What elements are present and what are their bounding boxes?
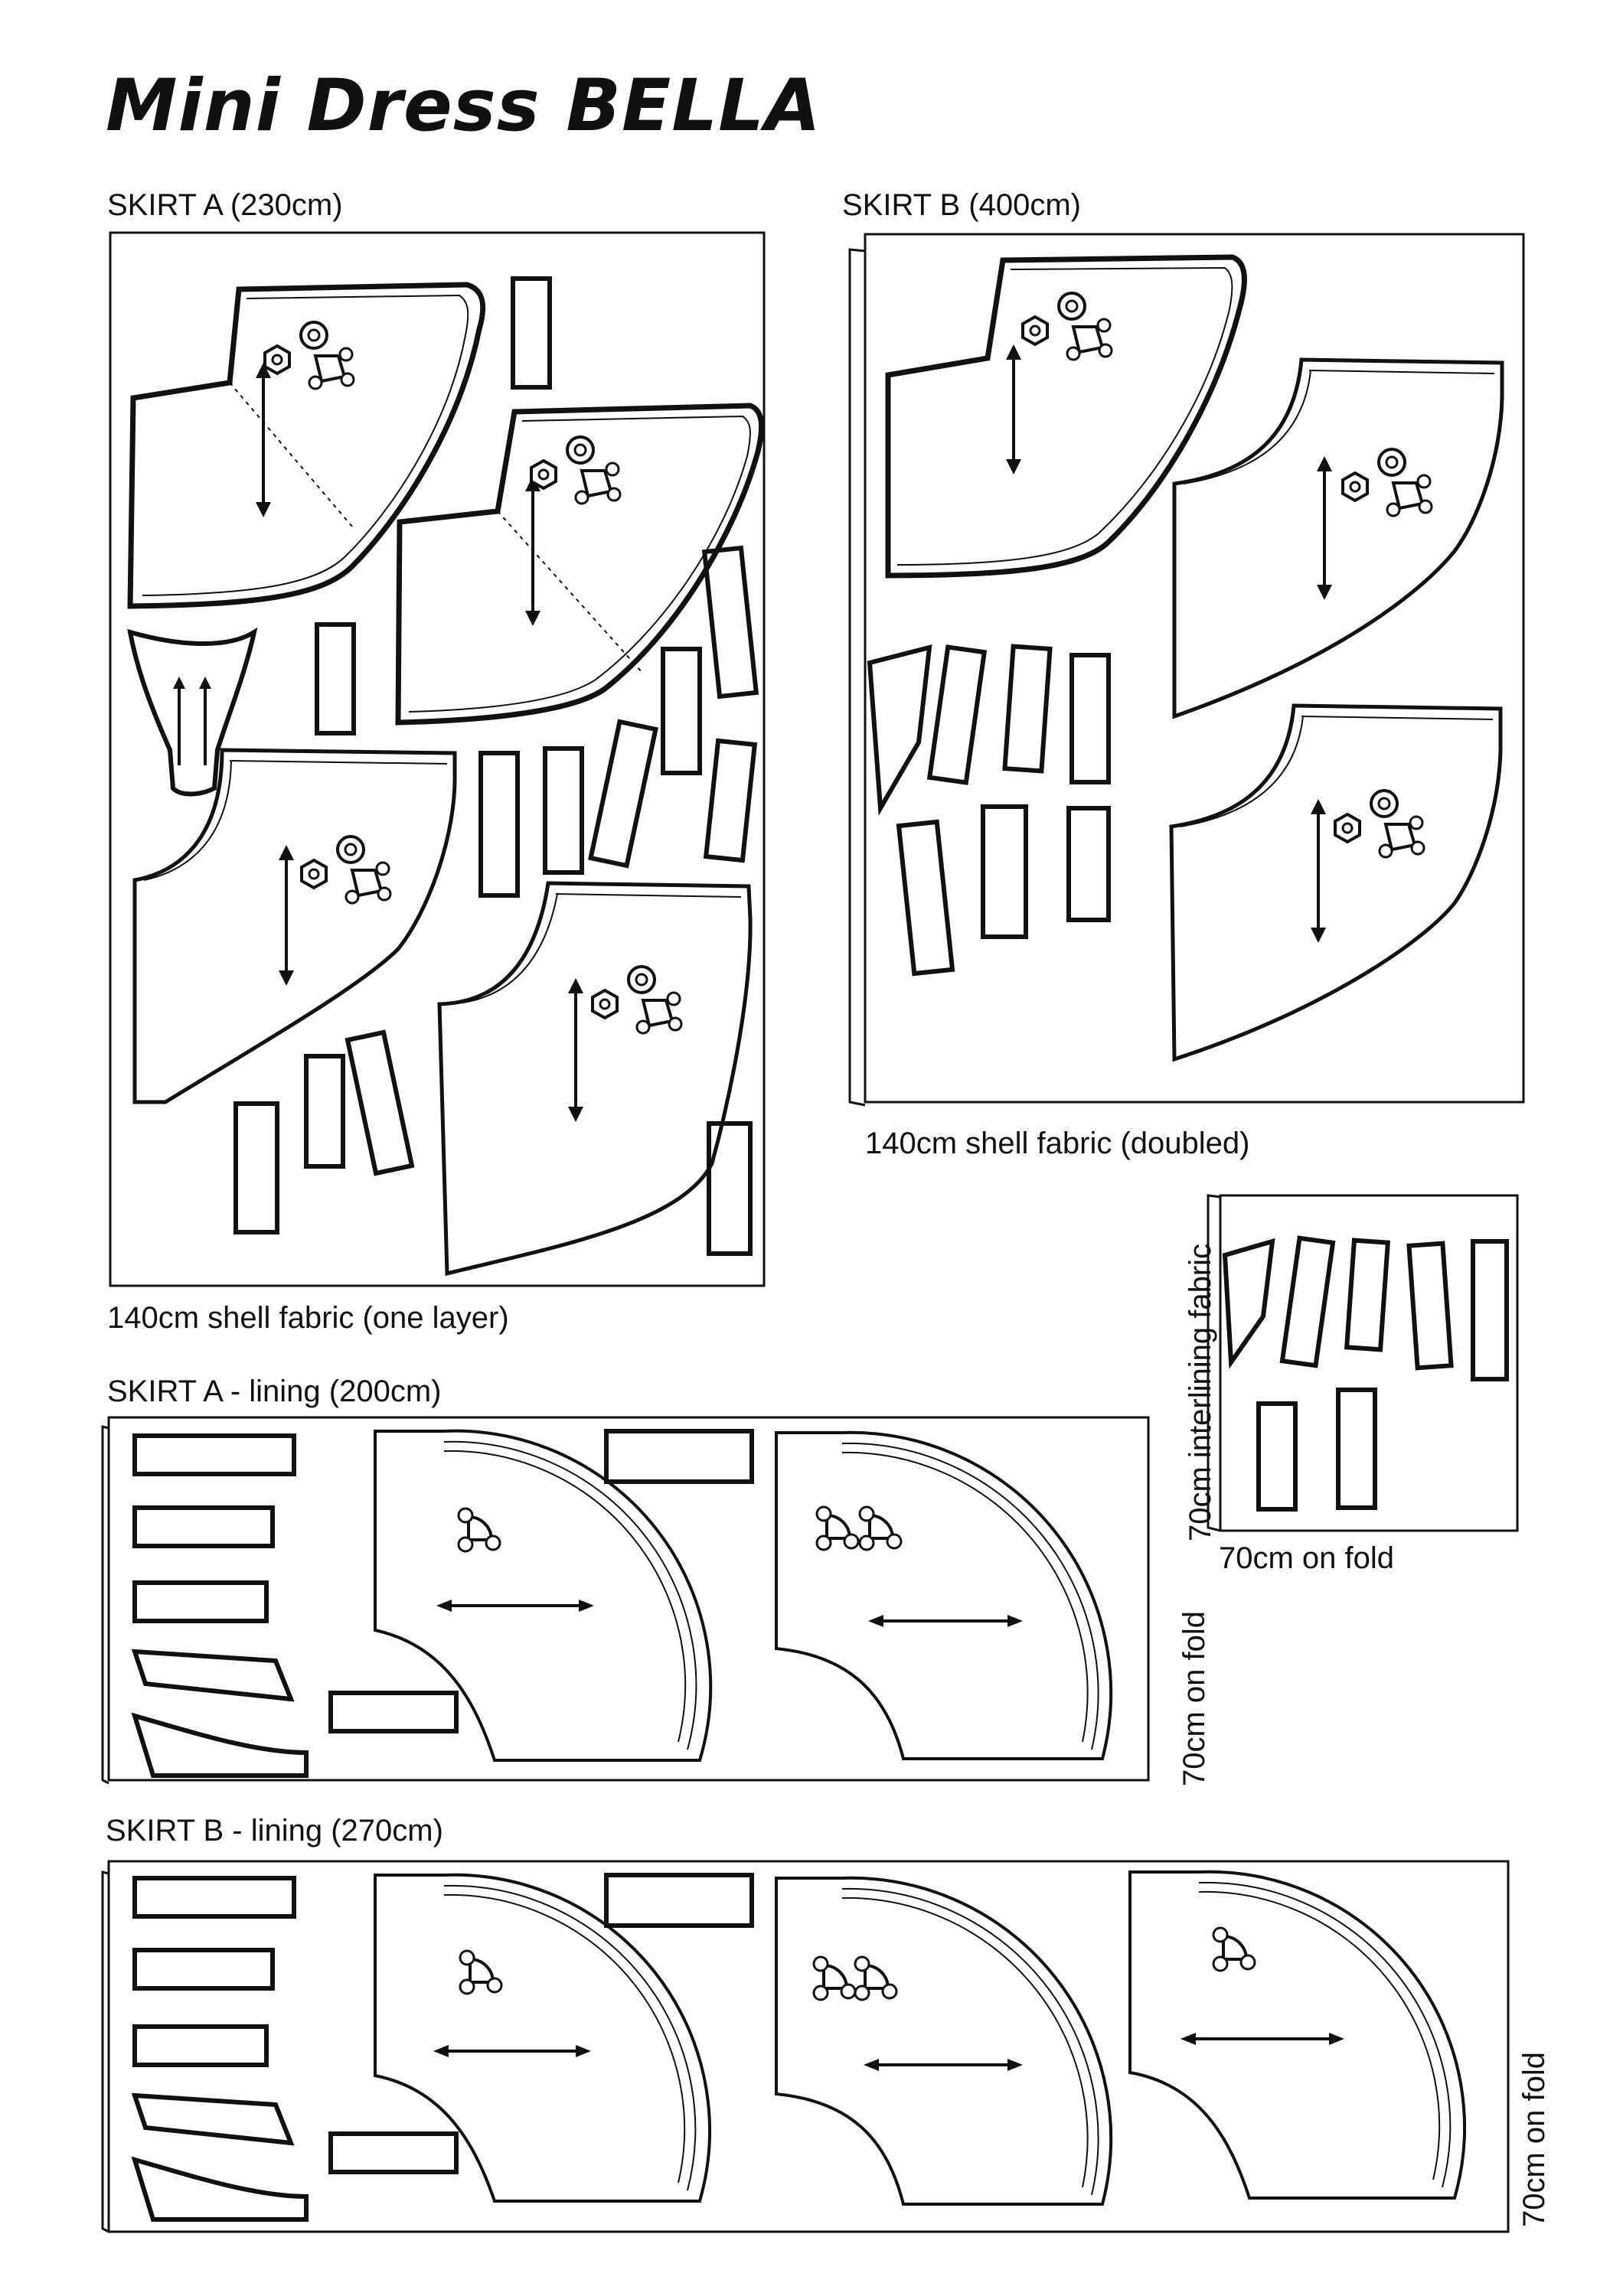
skirt-b-layout	[848, 233, 1525, 1107]
skirt-b-lining-layout	[101, 1860, 1510, 2233]
skirt-a-lining-heading: SKIRT A - lining (200cm)	[107, 1375, 442, 1408]
skirt-b-lining-heading: SKIRT B - lining (270cm)	[106, 1814, 443, 1848]
skirt-b-heading: SKIRT B (400cm)	[842, 188, 1081, 222]
skirt-a-heading: SKIRT A (230cm)	[107, 188, 343, 222]
skirt-a-layout	[109, 231, 766, 1287]
page-title: Mini Dress BELLA	[106, 64, 821, 148]
interlining-layout	[1207, 1194, 1519, 1532]
skirt-b-fabric-note: 140cm shell fabric (doubled)	[865, 1127, 1250, 1160]
skirt-a-lining-layout	[101, 1416, 1150, 1785]
skirt-a-fabric-note: 140cm shell fabric (one layer)	[107, 1301, 509, 1335]
interlining-bottom-label: 70cm on fold	[1219, 1541, 1395, 1575]
